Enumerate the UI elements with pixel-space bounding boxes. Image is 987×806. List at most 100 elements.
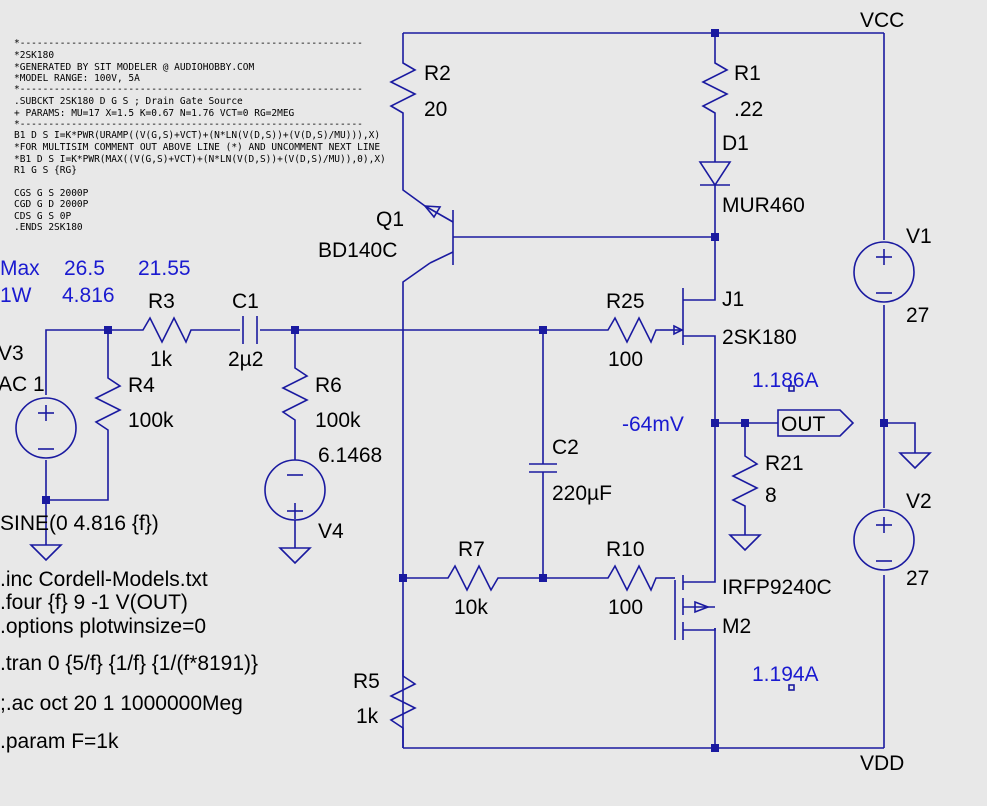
- out-net-label: OUT: [781, 413, 826, 436]
- directive-line: .param F=1k: [0, 730, 119, 753]
- transistor-q1[interactable]: [423, 205, 454, 265]
- v1-name: V1: [906, 225, 932, 248]
- resistor-r5: [389, 668, 417, 748]
- resistor-r21: [731, 448, 759, 512]
- resistor-r2: [389, 55, 417, 120]
- wires: [45, 32, 916, 749]
- r21-value: 8: [765, 484, 777, 507]
- d1-name: D1: [722, 132, 749, 155]
- component-labels: R2 20 R1 .22 D1 MUR460 Q1 BD140C V1 27 V…: [0, 62, 932, 728]
- v4-value: 6.1468: [318, 444, 382, 467]
- directive-line: .tran 0 {5/f} {1/f} {1/(f*8191)}: [0, 652, 258, 675]
- d1-value: MUR460: [722, 194, 805, 217]
- resistor-r10: [600, 564, 660, 592]
- r25-value: 100: [608, 348, 643, 371]
- out-voltage: -64mV: [622, 413, 684, 436]
- capacitors[interactable]: [242, 316, 557, 473]
- r21-name: R21: [765, 452, 804, 475]
- comment-line: .ENDS 2SK180: [14, 222, 83, 233]
- v3-name: V3: [0, 342, 24, 365]
- source-v1: [853, 241, 915, 303]
- r6-name: R6: [315, 374, 342, 397]
- r7-value: 10k: [454, 596, 488, 619]
- comment-line: CGS G S 2000P: [14, 188, 89, 199]
- comment-line: R1 G S {RG}: [14, 165, 77, 176]
- source-v2: [853, 509, 915, 571]
- subckt-comment-block: *---------------------------------------…: [14, 38, 386, 233]
- comment-line: B1 D S I=K*PWR(URAMP((V(G,S)+VCT)+(N*LN(…: [14, 130, 380, 141]
- comment-line: *2SK180: [14, 50, 54, 61]
- source-v3: [15, 397, 77, 459]
- spice-directives[interactable]: .inc Cordell-Models.txt .four {f} 9 -1 V…: [0, 568, 258, 753]
- j1-name: J1: [722, 288, 744, 311]
- q1-value: BD140C: [318, 239, 397, 262]
- comment-line: *B1 D S I=K*PWR(MAX((V(G,S)+VCT)+(N*LN(V…: [14, 154, 386, 165]
- wire: [45, 329, 135, 395]
- comment-line: + PARAMS: MU=17 X=1.5 K=0.67 N=1.76 VCT=…: [14, 108, 295, 119]
- wire: [884, 422, 916, 453]
- resistor-r3: [135, 316, 195, 344]
- vdd-net-label: VDD: [860, 752, 904, 775]
- v4-name: V4: [318, 520, 344, 543]
- v2-name: V2: [906, 490, 932, 513]
- r2-value: 20: [424, 98, 447, 121]
- m2-name: M2: [722, 615, 751, 638]
- directive-line: ;.ac oct 20 1 1000000Meg: [0, 692, 243, 715]
- r2-name: R2: [424, 62, 451, 85]
- wire: [402, 120, 426, 207]
- capacitor-c2: [529, 463, 557, 473]
- directive-line: .inc Cordell-Models.txt: [0, 568, 208, 591]
- m2-value: IRFP9240C: [722, 576, 832, 599]
- wire: [402, 262, 431, 748]
- jfet-j1[interactable]: [673, 283, 716, 345]
- j1-value: 2SK180: [722, 326, 797, 349]
- comment-line: *---------------------------------------…: [14, 84, 363, 95]
- current-bottom: 1.194A: [752, 663, 819, 686]
- voltage-sources[interactable]: [15, 241, 915, 571]
- v3-source: SINE(0 4.816 {f}): [0, 512, 159, 535]
- r10-name: R10: [606, 538, 645, 561]
- comment-line: CDS G S 0P: [14, 211, 71, 222]
- directive-line: .options plotwinsize=0: [0, 615, 206, 638]
- resistor-r6: [281, 360, 309, 430]
- c1-value: 2µ2: [228, 348, 263, 371]
- mosfet-m2[interactable]: [674, 568, 716, 640]
- ground-icon: [728, 534, 762, 552]
- out-net-flag[interactable]: OUT: [777, 409, 855, 437]
- v1-value: 27: [906, 304, 929, 327]
- directive-line: .four {f} 9 -1 V(OUT): [0, 591, 188, 614]
- w-value: 4.816: [62, 284, 115, 307]
- resistor-r4: [94, 370, 122, 460]
- r4-value: 100k: [128, 409, 174, 432]
- resistor-r25: [600, 316, 660, 344]
- r1-value: .22: [734, 98, 763, 121]
- r7-name: R7: [458, 538, 485, 561]
- comment-line: *GENERATED BY SIT MODELER @ AUDIOHOBBY.C…: [14, 62, 254, 73]
- vcc-net-label: VCC: [860, 9, 904, 32]
- c2-name: C2: [552, 436, 579, 459]
- r1-name: R1: [734, 62, 761, 85]
- comment-line: *---------------------------------------…: [14, 38, 363, 49]
- c1-name: C1: [232, 290, 259, 313]
- r25-name: R25: [606, 290, 645, 313]
- r6-value: 100k: [315, 409, 361, 432]
- q1-name: Q1: [376, 208, 404, 231]
- comment-line: *MODEL RANGE: 100V, 5A: [14, 73, 140, 84]
- max-label: Max: [0, 257, 40, 280]
- capacitor-c1: [242, 316, 258, 344]
- resistors[interactable]: [94, 55, 759, 748]
- ground-icon: [29, 544, 63, 562]
- wire: [45, 460, 109, 501]
- comment-line: .SUBCKT 2SK180 D G S ; Drain Gate Source: [14, 96, 243, 107]
- ground-icon: [278, 547, 312, 565]
- diode-d1[interactable]: [698, 161, 732, 187]
- resistor-r7: [440, 564, 505, 592]
- comment-line: *---------------------------------------…: [14, 119, 363, 130]
- comment-line: CGD G D 2000P: [14, 199, 89, 210]
- ground-icon: [898, 452, 932, 470]
- r10-value: 100: [608, 596, 643, 619]
- current-top: 1.186A: [752, 369, 819, 392]
- r3-name: R3: [148, 290, 175, 313]
- comment-line: *FOR MULTISIM COMMENT OUT ABOVE LINE (*)…: [14, 142, 380, 153]
